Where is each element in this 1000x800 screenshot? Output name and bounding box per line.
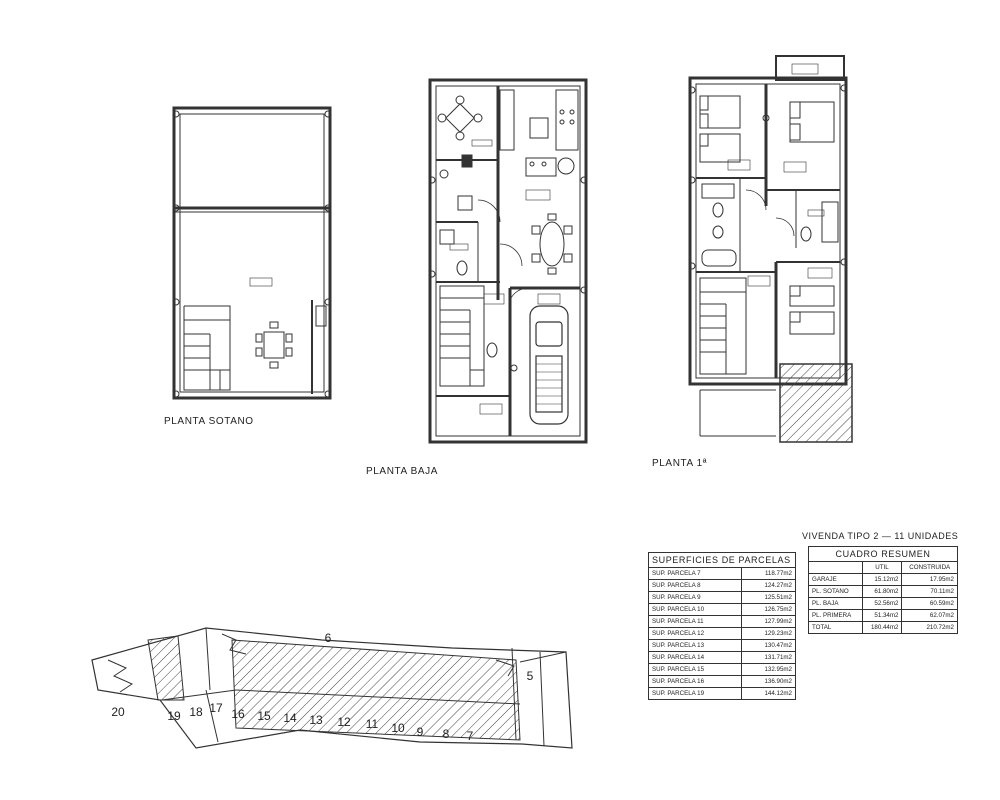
stairs-primera bbox=[699, 277, 747, 375]
parcel-number: 7 bbox=[467, 729, 474, 743]
stairs-sotano bbox=[183, 305, 231, 391]
parcel-number: 14 bbox=[283, 711, 297, 725]
parcel-number: 9 bbox=[417, 725, 424, 739]
parcel-number: 17 bbox=[209, 701, 223, 715]
resumen-heading: VIVENDA TIPO 2 — 11 UNIDADES bbox=[802, 531, 959, 541]
dining-table-icon bbox=[437, 95, 483, 141]
parcel-number: 18 bbox=[189, 705, 203, 719]
parcel-number: 16 bbox=[231, 707, 245, 721]
parcel-number: 15 bbox=[257, 709, 271, 723]
plan-label-primera: PLANTA 1ª bbox=[652, 458, 708, 469]
stairs-baja bbox=[439, 285, 485, 387]
parcel-number: 8 bbox=[443, 727, 450, 741]
parcel-number: 11 bbox=[366, 717, 379, 731]
plan-label-sotano: PLANTA SOTANO bbox=[164, 416, 254, 427]
parcel-numbers: 20 19 18 17 16 15 14 13 12 11 10 9 8 7 6… bbox=[111, 631, 533, 743]
plan-label-baja: PLANTA BAJA bbox=[366, 466, 438, 477]
round-table-icon bbox=[531, 213, 573, 275]
bed-icon bbox=[699, 95, 835, 335]
resumen-title: CUADRO RESUMEN bbox=[808, 546, 958, 562]
plan-sotano bbox=[172, 106, 332, 400]
superficies-title: SUPERFICIES DE PARCELAS bbox=[648, 552, 796, 568]
parcel-number: 12 bbox=[337, 715, 351, 729]
plan-primera bbox=[688, 55, 853, 443]
kitchen-counter bbox=[499, 89, 579, 177]
parcel-number: 19 bbox=[167, 709, 181, 723]
parcel-number: 6 bbox=[325, 631, 332, 645]
parcel-number: 13 bbox=[309, 713, 323, 727]
dining-table-icon bbox=[255, 321, 293, 369]
site-plan bbox=[91, 627, 573, 749]
car-icon bbox=[529, 305, 569, 425]
parcel-number: 5 bbox=[527, 669, 534, 683]
parcel-number: 20 bbox=[111, 705, 125, 719]
parcel-number: 10 bbox=[391, 721, 405, 735]
plan-baja bbox=[428, 78, 588, 444]
